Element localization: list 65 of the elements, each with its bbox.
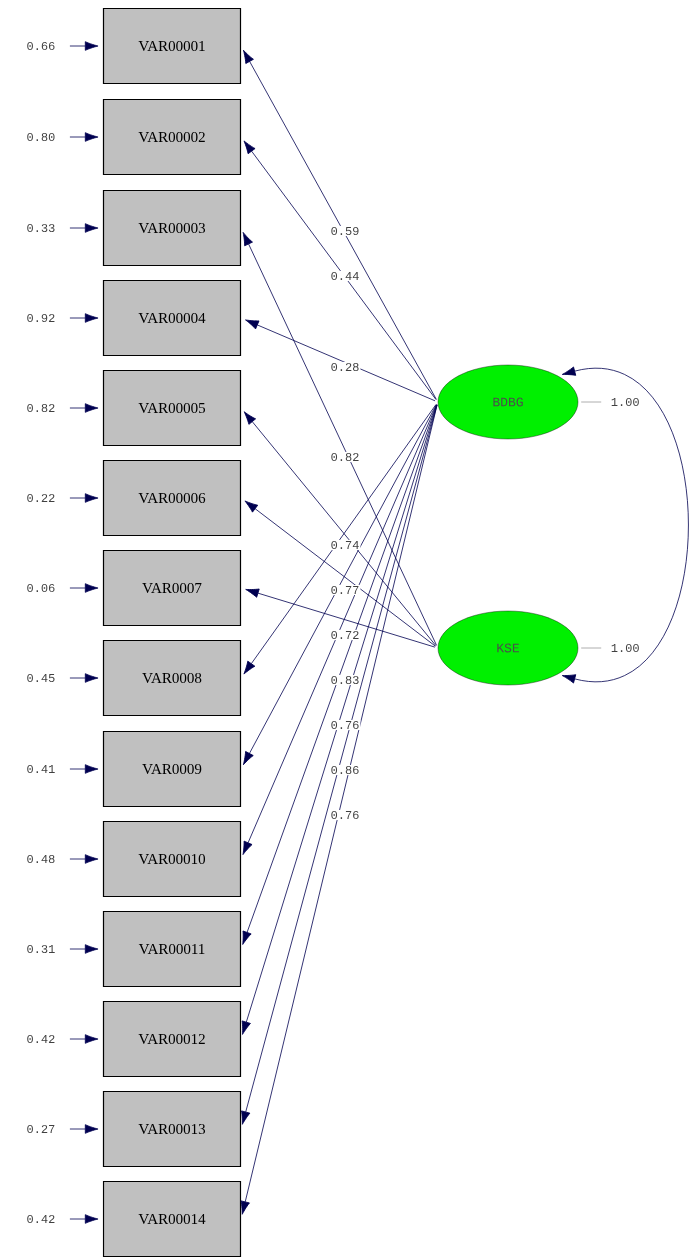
error-arrow xyxy=(69,583,99,593)
variable-box: VAR00012 xyxy=(102,1000,242,1078)
edge-label: 0.27 xyxy=(27,1124,55,1134)
error-arrow xyxy=(69,764,99,774)
arrow xyxy=(245,319,436,402)
error-arrow xyxy=(69,403,99,413)
arrow xyxy=(244,500,436,647)
edge-label: 0.76 xyxy=(331,720,359,730)
variable-box: VAR00013 xyxy=(102,1090,242,1168)
edge-label: 0.28 xyxy=(331,362,359,372)
arrow xyxy=(243,404,437,766)
edge-label: 0.92 xyxy=(27,313,55,323)
error-arrow xyxy=(69,132,99,142)
error-arrow xyxy=(69,1214,99,1224)
variable-box: VAR0009 xyxy=(102,730,242,808)
edge-label: 0.82 xyxy=(27,403,55,413)
error-arrow xyxy=(69,673,99,683)
edge-label: 0.80 xyxy=(27,132,55,142)
edge-label: 0.86 xyxy=(331,765,359,775)
edge-label: 0.72 xyxy=(331,630,359,640)
arrow xyxy=(243,140,437,400)
edge-label: 0.74 xyxy=(331,540,359,550)
error-arrow xyxy=(69,313,99,323)
variable-box: VAR00001 xyxy=(102,7,242,85)
edge-label: 0.77 xyxy=(331,585,359,595)
edge-label: 0.59 xyxy=(331,226,359,236)
variable-box: VAR00010 xyxy=(102,820,242,898)
edge-label: 0.82 xyxy=(331,452,359,462)
arrow xyxy=(245,588,436,648)
error-arrow xyxy=(69,854,99,864)
edge-label: 0.33 xyxy=(27,223,55,233)
edge-label: 0.83 xyxy=(331,675,359,685)
variable-box: VAR0007 xyxy=(102,549,242,627)
edge-label: 0.42 xyxy=(27,1034,55,1044)
edge-label: 1.00 xyxy=(611,397,639,407)
edge-label: 0.42 xyxy=(27,1214,55,1224)
error-arrow xyxy=(69,223,99,233)
variable-box: VAR00014 xyxy=(102,1180,242,1257)
variance-line xyxy=(580,647,602,649)
variable-box: VAR0008 xyxy=(102,639,242,717)
variable-box: VAR00005 xyxy=(102,369,242,447)
variable-box: VAR00011 xyxy=(102,910,242,988)
variable-box: VAR00006 xyxy=(102,459,242,537)
variable-box: VAR00002 xyxy=(102,98,242,176)
edge-label: 0.44 xyxy=(331,271,359,281)
variable-box: VAR00004 xyxy=(102,279,242,357)
edge-label: 0.76 xyxy=(331,810,359,820)
edge-label: 0.48 xyxy=(27,854,55,864)
variance-line xyxy=(580,401,602,403)
edge-label: 0.45 xyxy=(27,673,55,683)
error-arrow xyxy=(69,1124,99,1134)
arrow xyxy=(243,49,437,400)
error-arrow xyxy=(69,493,99,503)
edge-label: 0.66 xyxy=(27,41,55,51)
edge-label: 0.06 xyxy=(27,583,55,593)
arrow xyxy=(242,232,437,646)
edge-label: 0.41 xyxy=(27,764,55,774)
error-arrow xyxy=(69,1034,99,1044)
error-arrow xyxy=(69,944,99,954)
edge-label: 1.00 xyxy=(611,643,639,653)
edge-label: 0.22 xyxy=(27,493,55,503)
edge-label: 0.31 xyxy=(27,944,55,954)
curved-arrow xyxy=(561,366,689,684)
variable-box: VAR00003 xyxy=(102,189,242,267)
error-arrow xyxy=(69,41,99,51)
